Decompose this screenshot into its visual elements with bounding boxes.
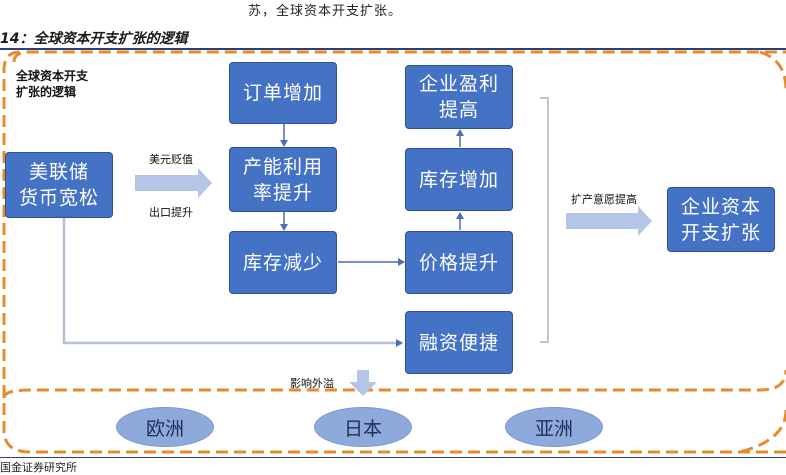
node-financing-easy: 融资便捷 [405,311,513,374]
node-inventory-down: 库存减少 [229,231,337,294]
label-expansion-will: 扩产意愿提高 [571,193,637,206]
connector-policy-to-financing [62,217,403,347]
dashed-frame [2,50,786,454]
label-export-up: 出口提升 [149,206,193,219]
node-inventory-up: 库存增加 [405,148,513,211]
block-arrow-expansion [566,206,652,236]
right-bracket [540,97,549,343]
source-note: 国金证券研究所 [0,461,77,474]
region-europe: 欧洲 [116,407,214,447]
figure-title: 14：全球资本开支扩张的逻辑 [0,31,188,47]
title-divider [0,48,786,50]
block-arrow-policy [135,168,212,198]
region-japan: 日本 [314,407,412,447]
node-capex-expansion: 企业资本 开支扩张 [667,187,775,252]
region-divider-dash [2,369,786,399]
region-asia: 亚洲 [505,407,603,447]
node-profit-up: 企业盈利 提高 [405,65,513,129]
block-arrow-spillover [349,370,377,396]
dashed-frame-right [739,50,786,454]
intro-text-tail: 苏，全球资本开支扩张。 [248,4,403,19]
node-us-monetary-easing: 美联储 货币宽松 [5,152,113,218]
diagram-side-title: 全球资本开支 扩张的逻辑 [16,69,89,99]
label-usd-depreciation: 美元贬值 [149,153,193,166]
footer-divider [0,457,786,458]
node-capacity-utilization-up: 产能利用 率提升 [229,147,337,212]
label-spillover: 影响外溢 [290,377,334,390]
node-price-up: 价格提升 [405,231,513,294]
node-orders-up: 订单增加 [229,62,337,124]
